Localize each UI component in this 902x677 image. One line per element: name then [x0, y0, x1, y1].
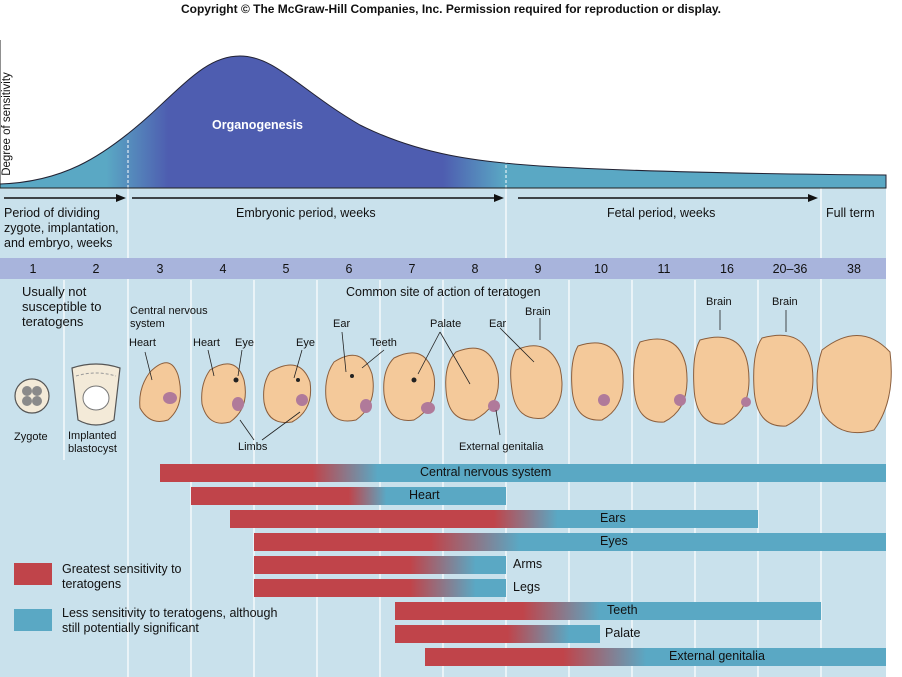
bar-ears: Ears [230, 510, 758, 528]
week-3: 3 [156, 262, 164, 276]
legend-greatest-label: Greatest sensitivity to teratogens [62, 562, 182, 591]
external-genitalia-stage-label: External genitalia [459, 441, 544, 453]
ear-label-1: Ear [333, 318, 351, 330]
common-site-note: Common site of action of teratogen [346, 285, 541, 299]
bar-heart: Heart [191, 487, 506, 505]
bar-external-genitalia: External genitalia [425, 648, 886, 666]
legend-red-swatch [14, 563, 52, 585]
legend-blue-swatch [14, 609, 52, 631]
sensitivity-curve [0, 40, 887, 189]
week-11: 11 [657, 262, 671, 276]
bar-palate [395, 625, 600, 643]
bar-label-eyes: Eyes [600, 534, 628, 548]
embryo-illustrations [14, 310, 892, 441]
brain-label-3: Brain [772, 296, 798, 308]
bar-label-heart: Heart [409, 488, 440, 502]
week-8: 8 [471, 262, 479, 276]
teeth-label: Teeth [370, 337, 397, 349]
week-10: 10 [594, 262, 608, 276]
embryo-week5-icon [263, 364, 312, 424]
palate-label: Palate [430, 318, 462, 330]
fetus-week10-icon [571, 342, 624, 421]
week-16: 16 [720, 262, 734, 276]
embryonic-period-label: Embryonic period, weeks [236, 206, 376, 220]
week-5: 5 [282, 262, 290, 276]
embryo-week8-icon [445, 347, 499, 421]
cns-stage-label: Central nervous system [130, 305, 208, 330]
bar-label-external-genitalia: External genitalia [669, 649, 765, 663]
bar-arms [254, 556, 506, 574]
embryo-week7-icon [383, 352, 436, 421]
week-1: 1 [29, 262, 37, 276]
week-20-36: 20–36 [772, 262, 808, 276]
bar-label-palate: Palate [605, 626, 641, 640]
fetus-week38-icon [816, 335, 892, 434]
week-6: 6 [345, 262, 353, 276]
limbs-label: Limbs [238, 441, 268, 453]
fetal-period-label: Fetal period, weeks [607, 206, 716, 220]
brain-label-1: Brain [525, 306, 551, 318]
week-2: 2 [92, 262, 100, 276]
bar-label-central-nervous-system: Central nervous system [420, 465, 552, 479]
bar-label-teeth: Teeth [607, 603, 638, 617]
period-arrows [4, 194, 818, 202]
week-38: 38 [847, 262, 861, 276]
y-axis-label: Degree of sensitivity [1, 72, 13, 176]
heart-label-2: Heart [193, 337, 220, 349]
brain-label-2: Brain [706, 296, 732, 308]
copyright-notice: Copyright © The McGraw-Hill Companies, I… [180, 2, 722, 16]
bar-eyes: Eyes [254, 533, 886, 551]
bar-teeth: Teeth [395, 602, 821, 620]
week-7: 7 [408, 262, 416, 276]
week-band [0, 258, 886, 279]
ear-label-2: Ear [489, 318, 507, 330]
eye-label-2: Eye [296, 337, 315, 349]
full-term-label: Full term [826, 206, 875, 220]
week-9: 9 [534, 262, 542, 276]
blastocyst-label: Implanted blastocyst [68, 430, 117, 455]
heart-label-1: Heart [129, 337, 156, 349]
fetus-week9-icon [510, 345, 563, 419]
embryo-week3-icon [139, 362, 181, 422]
dividing-period-label: Period of dividing zygote, implantation,… [4, 206, 119, 250]
week-4: 4 [219, 262, 227, 276]
bar-label-arms: Arms [513, 557, 543, 571]
zygote-label: Zygote [14, 431, 48, 443]
organogenesis-label: Organogenesis [212, 118, 303, 132]
fetus-week16-icon [693, 336, 750, 425]
eye-label-1: Eye [235, 337, 254, 349]
fetus-week11-icon [633, 338, 688, 423]
bar-central-nervous-system: Central nervous system [160, 464, 886, 482]
bar-legs [254, 579, 506, 597]
blastocyst-icon [71, 363, 121, 426]
legend-less-label: Less sensitivity to teratogens, although… [62, 606, 278, 635]
not-susceptible-note: Usually not susceptible to teratogens [22, 284, 102, 329]
fetus-week20-36-icon [753, 334, 814, 427]
bar-label-legs: Legs [513, 580, 541, 594]
zygote-icon [14, 378, 50, 414]
bar-label-ears: Ears [600, 511, 626, 525]
